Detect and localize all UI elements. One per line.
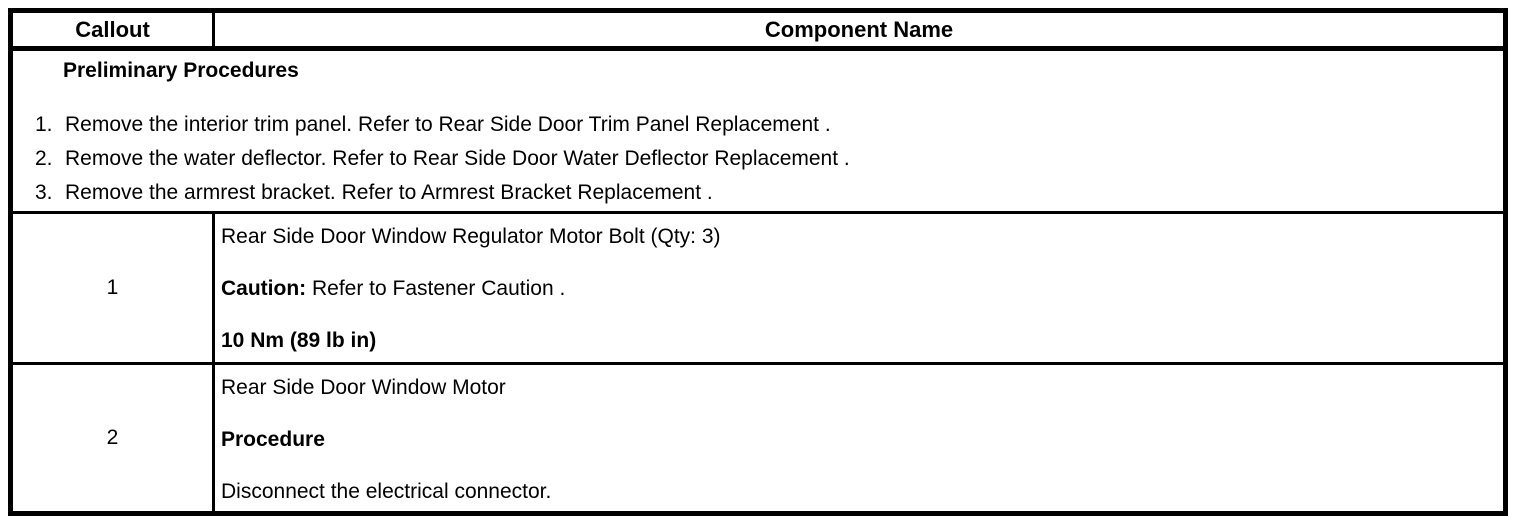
step-text: Remove the armrest bracket. Refer to Arm… (65, 181, 713, 204)
component-name-text: Rear Side Door Window Motor (221, 376, 506, 399)
component-description-cell: Rear Side Door Window Regulator Motor Bo… (215, 214, 1503, 362)
preliminary-step-3: 3. Remove the armrest bracket. Refer to … (13, 176, 1503, 210)
procedure-label: Procedure (221, 428, 325, 451)
preliminary-procedures-section: Preliminary Procedures 1. Remove the int… (13, 51, 1503, 214)
step-text: Remove the interior trim panel. Refer to… (65, 113, 831, 136)
table-header-row: Callout Component Name (13, 13, 1503, 51)
callout-column-header: Callout (13, 13, 215, 46)
preliminary-procedures-title: Preliminary Procedures (63, 59, 299, 82)
callout-number: 2 (13, 365, 215, 511)
caution-text: Refer to Fastener Caution . (312, 277, 566, 300)
step-text: Remove the water deflector. Refer to Rea… (65, 147, 850, 170)
step-number: 3. (35, 181, 53, 204)
preliminary-steps-list: 1. Remove the interior trim panel. Refer… (13, 108, 1503, 210)
caution-line: Caution: Refer to Fastener Caution . (221, 278, 1493, 300)
step-number: 2. (35, 147, 53, 170)
procedure-text: Disconnect the electrical connector. (221, 480, 552, 503)
preliminary-step-1: 1. Remove the interior trim panel. Refer… (13, 108, 1503, 142)
callout-number: 1 (13, 214, 215, 362)
caution-label: Caution: (221, 277, 307, 300)
component-name-text: Rear Side Door Window Regulator Motor Bo… (221, 225, 721, 248)
component-callout-table: Callout Component Name Preliminary Proce… (8, 8, 1508, 516)
step-number: 1. (35, 113, 53, 136)
preliminary-step-2: 2. Remove the water deflector. Refer to … (13, 142, 1503, 176)
torque-spec: 10 Nm (89 lb in) (221, 329, 377, 352)
component-name-column-header: Component Name (764, 16, 954, 42)
component-description-cell: Rear Side Door Window Motor Procedure Di… (215, 365, 1503, 511)
table-row-callout-2: 2 Rear Side Door Window Motor Procedure … (13, 365, 1503, 511)
table-row-callout-1: 1 Rear Side Door Window Regulator Motor … (13, 214, 1503, 365)
